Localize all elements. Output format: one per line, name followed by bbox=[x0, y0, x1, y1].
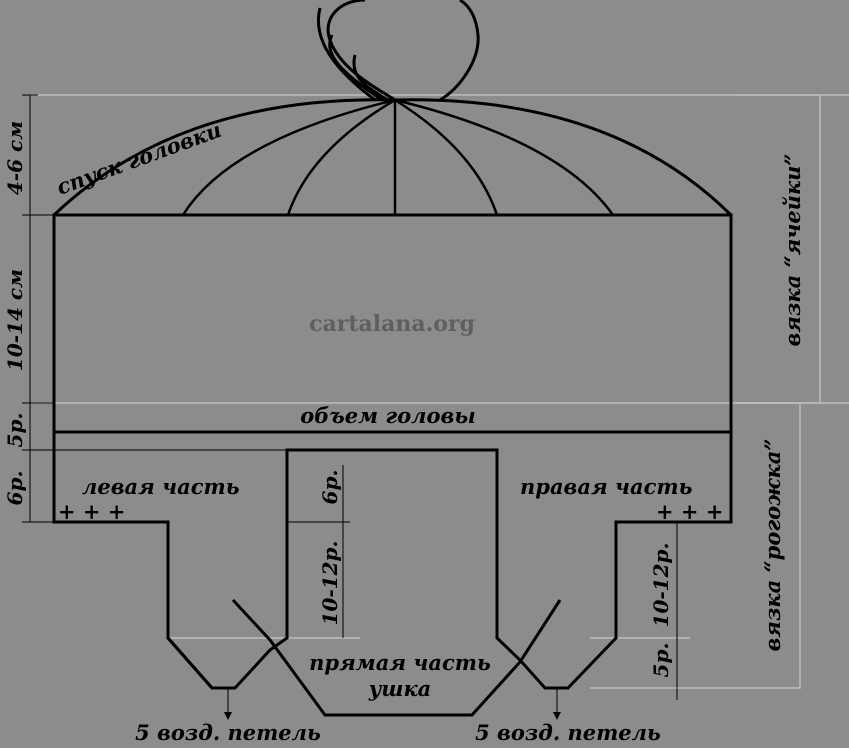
lower-outline bbox=[52, 432, 733, 690]
chain-arrowhead-right bbox=[553, 712, 561, 720]
chain-right-label: 5 возд. петель bbox=[475, 720, 661, 743]
ear-straight-label-2: ушка bbox=[368, 676, 432, 701]
ear-rows-center-label: 10-12р. bbox=[318, 541, 342, 626]
band-rows-label: 5р. bbox=[3, 413, 27, 448]
pompom-strand-1 bbox=[317, 7, 376, 102]
chain-arrowhead-left bbox=[224, 712, 232, 720]
pompom-loop bbox=[326, 0, 480, 102]
crown-rib-4 bbox=[394, 98, 615, 216]
right-part-label: правая часть bbox=[520, 474, 693, 499]
left-ear-inner bbox=[166, 637, 214, 689]
plus-marks-right: + + + bbox=[656, 499, 723, 524]
crown-rib-3 bbox=[394, 98, 499, 216]
pompom-strand-3 bbox=[352, 54, 389, 102]
head-volume-label: объем головы bbox=[300, 403, 475, 428]
cell-knit-bracket bbox=[735, 94, 821, 404]
crown-rib-2 bbox=[286, 98, 396, 216]
cell-knit-label: вязка “ячейки” bbox=[780, 153, 805, 346]
ear-tip-rows-label: 5р. bbox=[649, 643, 673, 678]
mat-knit-label: вязка “рогожка” bbox=[760, 439, 785, 652]
hat-body bbox=[52, 213, 733, 434]
body-height-label: 10-14 см bbox=[3, 269, 27, 371]
crown-height-label: 4-6 см bbox=[3, 121, 27, 195]
watermark: cartalana.org bbox=[309, 311, 475, 337]
left-part-label: левая часть bbox=[82, 474, 240, 499]
mat-knit-bracket bbox=[590, 402, 801, 689]
crown-decrease-label: спуск головки bbox=[53, 117, 224, 200]
pompom-strand-2 bbox=[328, 34, 383, 102]
ear-straight-label-1: прямая часть bbox=[309, 650, 491, 675]
ear-straight-part bbox=[231, 598, 562, 717]
side-rows-label: 6р. bbox=[3, 471, 27, 506]
crown-rib-1 bbox=[181, 98, 396, 216]
chain-left-label: 5 возд. петель bbox=[135, 720, 321, 743]
ear-rows-right-label: 10-12р. bbox=[649, 543, 673, 628]
center-rows-label: 6р. bbox=[318, 470, 342, 505]
plus-marks-left: + + + bbox=[58, 499, 125, 524]
